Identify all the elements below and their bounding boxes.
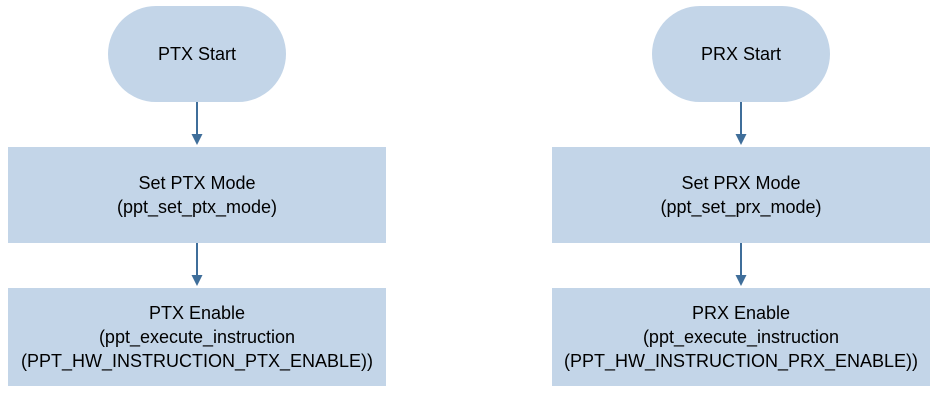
- prx-enable-node: PRX Enable (ppt_execute_instruction (PPT…: [552, 288, 930, 386]
- arrow-ptx-mode-to-enable: [191, 243, 203, 286]
- ptx-start-node: PTX Start: [108, 6, 286, 102]
- ptx-enable-arg: (PPT_HW_INSTRUCTION_PTX_ENABLE)): [20, 351, 374, 371]
- set-ptx-mode-title: Set PTX Mode: [138, 173, 256, 193]
- ptx-start-label: PTX Start: [157, 44, 237, 64]
- arrow-prx-start-to-mode: [735, 102, 747, 145]
- ptx-enable-node: PTX Enable (ppt_execute_instruction (PPT…: [8, 288, 386, 386]
- set-prx-mode-node: Set PRX Mode (ppt_set_prx_mode): [552, 147, 930, 243]
- prx-enable-call: (ppt_execute_instruction: [642, 327, 840, 347]
- prx-start-node: PRX Start: [652, 6, 830, 102]
- prx-enable-title: PRX Enable: [691, 303, 791, 323]
- ptx-enable-title: PTX Enable: [148, 303, 246, 323]
- prx-enable-arg: (PPT_HW_INSTRUCTION_PRX_ENABLE)): [563, 351, 919, 371]
- arrow-prx-mode-to-enable: [735, 243, 747, 286]
- ptx-enable-call: (ppt_execute_instruction: [98, 327, 296, 347]
- set-prx-mode-call: (ppt_set_prx_mode): [660, 197, 822, 217]
- arrow-ptx-start-to-mode: [191, 102, 203, 145]
- set-prx-mode-title: Set PRX Mode: [681, 173, 801, 193]
- prx-start-label: PRX Start: [700, 44, 782, 64]
- set-ptx-mode-call: (ppt_set_ptx_mode): [116, 197, 278, 217]
- set-ptx-mode-node: Set PTX Mode (ppt_set_ptx_mode): [8, 147, 386, 243]
